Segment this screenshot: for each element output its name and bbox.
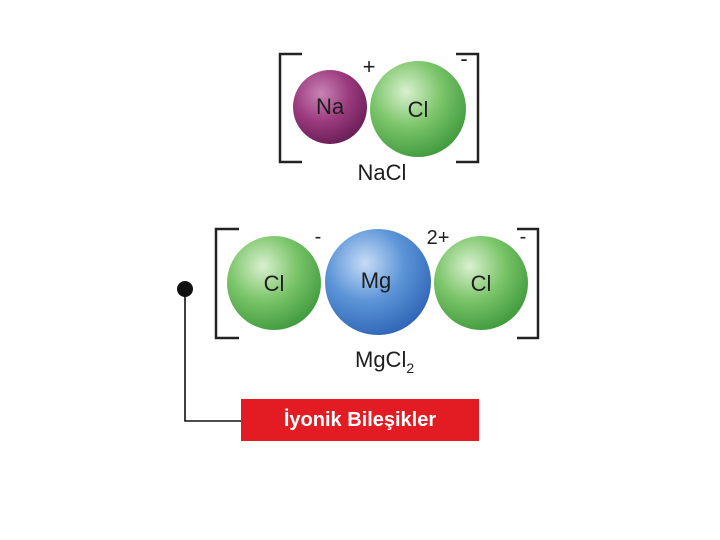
mgcl2-formula-subscript: 2 [406, 360, 414, 376]
mgcl2-group: Cl Mg Cl - 2+ - MgCl2 [214, 226, 540, 376]
nacl-charge-cl: - [460, 46, 467, 71]
nacl-group: Na Cl + - NaCl [278, 46, 480, 185]
mgcl2-formula-main: MgCl [355, 347, 406, 372]
mgcl2-chlorine-atom-right [434, 236, 528, 330]
mgcl2-charge-cl-left: - [315, 226, 322, 248]
nacl-formula: NaCl [358, 160, 407, 185]
leader-line [177, 281, 242, 422]
mgcl2-atom-label-cl-left: Cl [264, 271, 285, 296]
mgcl2-left-bracket [214, 227, 239, 340]
mgcl2-formula: MgCl2 [355, 347, 414, 376]
nacl-sodium-atom [293, 70, 367, 144]
mgcl2-chlorine-atom-left [227, 236, 321, 330]
mgcl2-magnesium-atom [325, 229, 431, 335]
nacl-charge-na: + [363, 54, 376, 79]
title-banner: İyonik Bileşikler [241, 399, 479, 441]
nacl-chlorine-atom [370, 61, 466, 157]
mgcl2-charge-mg: 2+ [427, 227, 450, 249]
title-text: İyonik Bileşikler [283, 408, 437, 431]
nacl-left-bracket [278, 52, 302, 164]
mgcl2-atom-label-cl-right: Cl [471, 271, 492, 296]
mgcl2-atom-label-mg: Mg [361, 268, 392, 293]
nacl-atom-label-na: Na [316, 94, 345, 119]
nacl-atom-label-cl: Cl [408, 97, 429, 122]
mgcl2-right-bracket [517, 227, 540, 340]
nacl-right-bracket [456, 52, 480, 164]
mgcl2-charge-cl-right: - [520, 226, 527, 248]
title-banner-background [241, 399, 479, 441]
